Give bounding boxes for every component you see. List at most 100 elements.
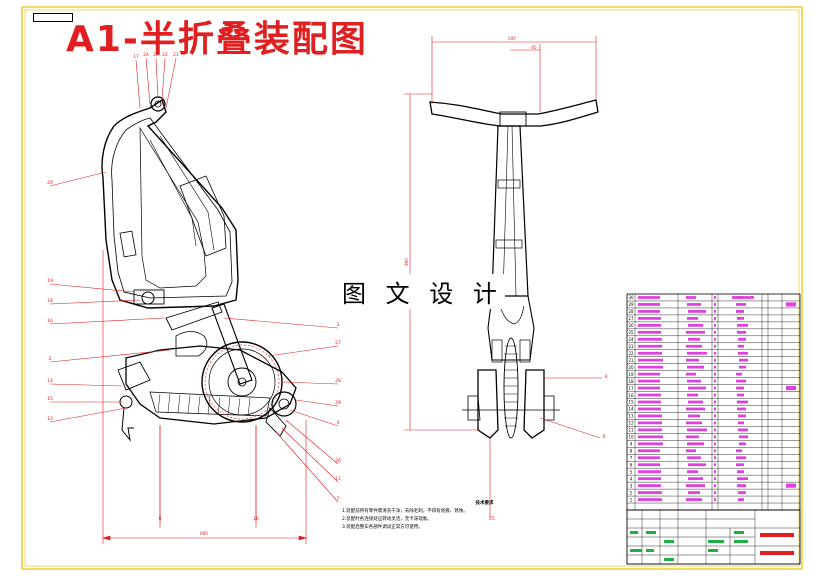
bom-note — [786, 385, 796, 391]
side-leader-line — [295, 399, 339, 407]
bom-part-code — [638, 351, 662, 355]
bom-quantity — [714, 379, 716, 383]
title-block-field — [708, 540, 724, 543]
bom-row-number: 17 — [628, 386, 634, 391]
bom-material — [738, 498, 744, 501]
handle-rib-b — [159, 135, 215, 251]
bom-part-code — [638, 386, 660, 390]
side-leader-line — [49, 283, 135, 293]
bom-part-name — [687, 351, 707, 355]
bom-part-name — [687, 393, 698, 397]
side-balloon-label: 13 — [47, 416, 53, 422]
bom-part-name — [687, 470, 698, 474]
bom-quantity — [714, 442, 716, 446]
bom-material — [737, 393, 744, 397]
side-leader-line — [285, 419, 339, 465]
front-balloon-label: 25 — [489, 516, 495, 522]
bom-quantity — [714, 414, 716, 418]
side-balloon-label: 20 — [47, 180, 53, 186]
bom-part-name — [686, 344, 702, 348]
technical-notes: 技术要求 1.装配前所有零件需清洗干净，去除毛刺，不得有划痕、锈蚀。 2.装配时… — [342, 500, 587, 532]
bom-part-code — [638, 316, 661, 320]
bom-row-number: 18 — [628, 379, 634, 384]
side-balloon-label: 16 — [47, 318, 53, 324]
rear-wheel-rim — [208, 348, 276, 416]
title-block-field — [630, 549, 642, 552]
bom-part-code — [638, 449, 660, 453]
side-balloon-label: 22 — [162, 52, 168, 58]
side-leader-line — [155, 57, 159, 99]
side-balloon-label: 18 — [47, 298, 53, 304]
front-view — [429, 99, 599, 439]
bom-part-code — [638, 358, 663, 362]
bom-row-number: 1 — [630, 497, 633, 502]
bom-part-code — [638, 456, 660, 460]
bom-part-name — [688, 463, 706, 467]
bom-part-code — [638, 393, 661, 397]
bom-quantity — [714, 351, 716, 355]
bom-part-code — [638, 477, 661, 481]
bom-quantity — [714, 372, 716, 376]
bom-row-number: 19 — [628, 372, 634, 377]
bom-part-name — [688, 323, 703, 327]
bom-material — [737, 316, 744, 320]
bom-part-name — [687, 428, 707, 432]
bom-quantity — [714, 296, 716, 299]
handle-lock — [119, 230, 137, 258]
bom-quantity — [714, 498, 716, 501]
bom-part-code — [638, 365, 663, 369]
title-block-field — [646, 549, 654, 552]
title-block-field — [646, 531, 656, 534]
kickstand — [121, 407, 134, 442]
front-handle-value: 65 — [531, 45, 537, 50]
bom-part-name — [688, 491, 700, 494]
bom-table: 3029282726252423222120191817161514131211… — [626, 293, 801, 511]
side-leader-line — [267, 345, 339, 357]
bom-part-name — [686, 330, 705, 334]
rear-wheel-tread — [204, 344, 280, 420]
bom-part-code — [638, 400, 661, 404]
side-balloon-label: 24 — [143, 52, 149, 58]
side-leader-line — [49, 407, 127, 423]
bom-row-number: 8 — [630, 449, 633, 454]
bom-material — [739, 365, 746, 369]
bom-row-number: 9 — [630, 442, 633, 447]
bom-part-name — [686, 498, 702, 501]
front-stem-line-b — [511, 125, 517, 297]
front-stem-clamp-a — [497, 179, 521, 189]
front-right-cap — [543, 395, 555, 421]
side-balloon-label: 19 — [47, 278, 53, 284]
side-balloon-label: 23 — [153, 52, 159, 58]
title-block-field — [734, 540, 748, 543]
bom-part-name — [686, 484, 705, 488]
bom-quantity — [714, 435, 716, 439]
bom-note — [786, 302, 796, 307]
bom-part-name — [686, 407, 705, 411]
bom-quantity — [714, 365, 716, 369]
bom-part-code — [638, 428, 662, 432]
bom-row-number: 24 — [628, 337, 634, 342]
bom-note — [786, 483, 796, 488]
bom-part-name — [687, 303, 701, 306]
bom-material — [739, 435, 748, 439]
bom-material — [738, 351, 748, 355]
side-leader-line — [275, 431, 339, 503]
bom-quantity — [714, 428, 716, 432]
bom-row-number: 6 — [630, 462, 633, 467]
stem-link — [165, 301, 223, 331]
bom-quantity — [714, 491, 716, 494]
bom-material — [737, 323, 748, 327]
title-block-field — [630, 531, 638, 534]
bom-row-number: 15 — [628, 400, 634, 405]
handle-frame-inner — [111, 117, 233, 299]
bom-part-code — [638, 442, 663, 446]
front-stem-line-a — [502, 125, 509, 297]
bom-material — [737, 400, 748, 404]
bom-part-code — [638, 310, 660, 313]
side-leader-line — [289, 409, 339, 427]
bom-part-code — [638, 379, 660, 383]
side-view-balloons: 1724232221201918162141513327282942611761… — [47, 52, 341, 522]
title-block-grid — [627, 510, 800, 564]
bom-row-number: 26 — [628, 323, 634, 328]
